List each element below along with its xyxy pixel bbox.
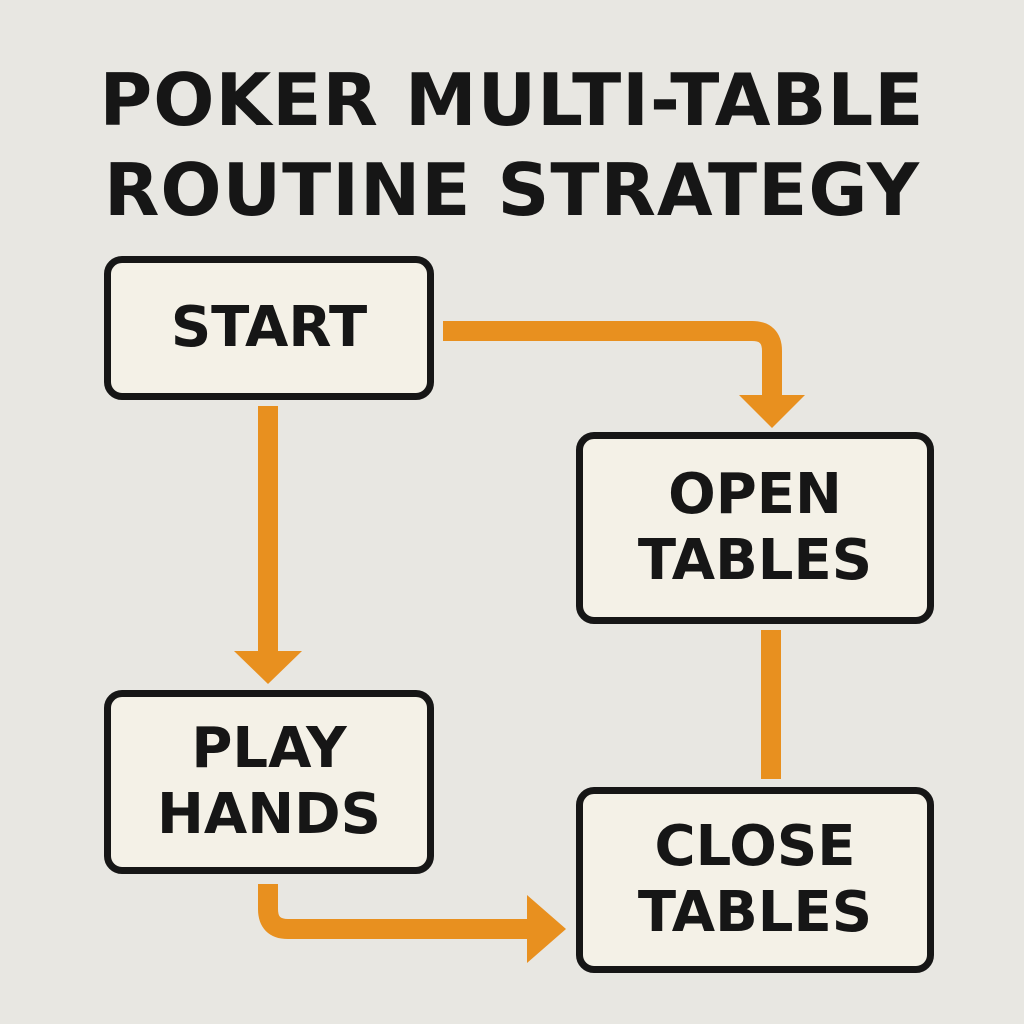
node-open-tables: OPEN TABLES <box>576 432 934 624</box>
arrowhead-open-tables <box>739 395 805 428</box>
node-play-hands-label-line-1: PLAY <box>191 716 347 781</box>
edge-play-hands-to-close-tables <box>258 884 532 939</box>
node-close-tables-label-line-1: CLOSE <box>654 814 856 879</box>
node-play-hands-label-line-2: HANDS <box>157 782 381 847</box>
node-start: START <box>104 256 434 400</box>
title-line-2: ROUTINE STRATEGY <box>103 148 920 232</box>
arrowhead-close-tables <box>527 895 566 963</box>
diagram-title: POKER MULTI-TABLE ROUTINE STRATEGY <box>0 55 1024 235</box>
arrowhead-play-hands <box>234 651 302 684</box>
node-close-tables: CLOSE TABLES <box>576 787 934 973</box>
node-open-tables-label-line-1: OPEN <box>668 462 842 527</box>
title-line-1: POKER MULTI-TABLE <box>99 58 925 142</box>
node-open-tables-label-line-2: TABLES <box>637 528 873 593</box>
node-play-hands: PLAY HANDS <box>104 690 434 874</box>
node-start-label: START <box>170 295 368 360</box>
edge-start-to-open-tables <box>443 321 782 400</box>
node-close-tables-label-line-2: TABLES <box>637 880 873 945</box>
